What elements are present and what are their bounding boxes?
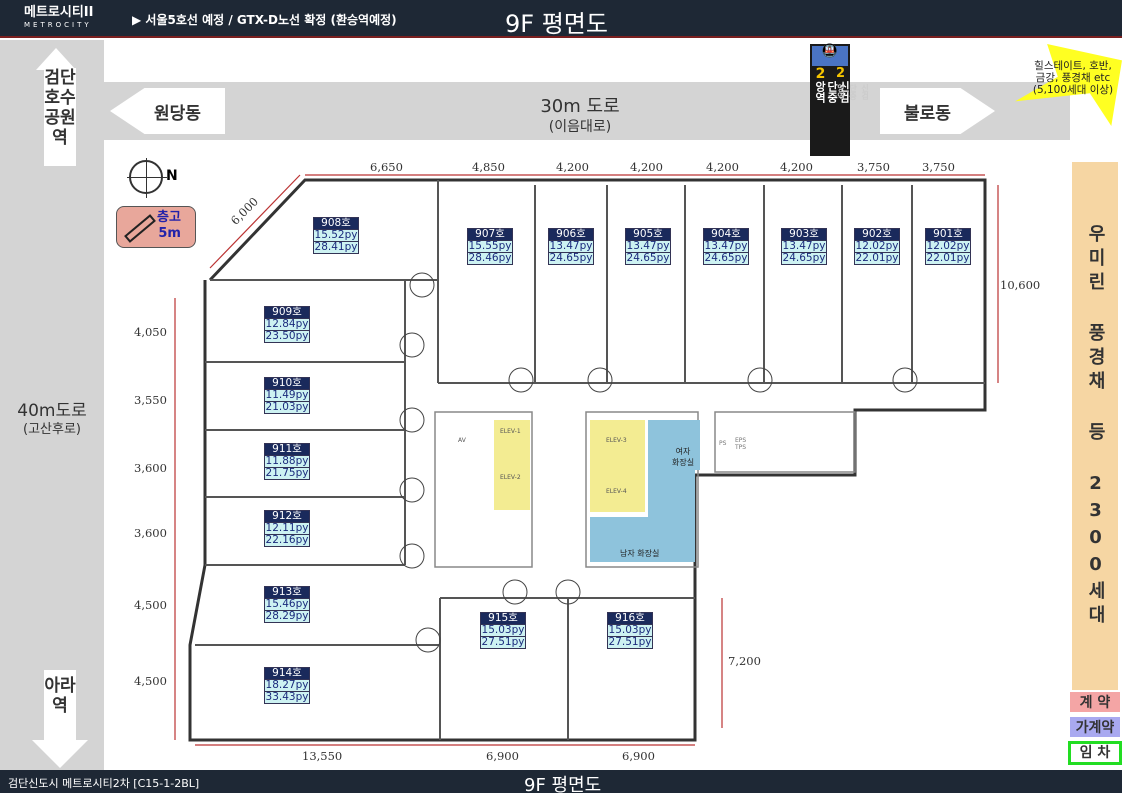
top-road-name: 30m 도로 bbox=[540, 96, 620, 117]
dim-right: 10,600 bbox=[1000, 278, 1041, 292]
north-station: 검단 호수 공원 역 bbox=[44, 68, 76, 166]
legend-lease: 임 차 bbox=[1068, 741, 1122, 765]
left-road-sub: (고산후로) bbox=[23, 422, 81, 437]
compass-icon bbox=[127, 158, 167, 198]
compass-label: N bbox=[166, 168, 178, 184]
top-road-sub: (이음대로) bbox=[548, 119, 612, 135]
footer-bar: 검단신도시 메트로시티2차 [C15-1-2BL] 9F 평면도 bbox=[0, 770, 1122, 796]
nearby-note: 힐스테이트, 호반,금강, 풍경채 etc(5,100세대 이상) bbox=[1032, 60, 1114, 96]
dim-left: 3,550 bbox=[134, 393, 167, 407]
legend-contract: 계 약 bbox=[1068, 690, 1122, 714]
dim-left: 3,600 bbox=[134, 526, 167, 540]
elevator-1: ELEV-1 bbox=[500, 428, 521, 435]
dim-bottom: 6,900 bbox=[486, 749, 519, 763]
left-road-name: 40m도로 bbox=[17, 401, 87, 421]
header-subtitle: ▶ 서울5호선 예정 / GTX-D노선 확정 (환승역예정) bbox=[132, 13, 397, 27]
dim-top: 3,750 bbox=[857, 160, 890, 174]
dim-top: 4,200 bbox=[706, 160, 739, 174]
av-room: AV bbox=[458, 437, 466, 444]
south-station: 아라 역 bbox=[44, 670, 76, 740]
dim-top: 4,200 bbox=[556, 160, 589, 174]
dim-top: 4,200 bbox=[780, 160, 813, 174]
elevators-1-2 bbox=[494, 420, 530, 510]
elevator-3: ELEV-3 bbox=[606, 437, 627, 444]
dim-core-right: 7,200 bbox=[728, 654, 761, 668]
legend-tentative: 가계약 bbox=[1068, 715, 1122, 739]
side-panel: 우미린 풍경채 등 2300세대 bbox=[1072, 162, 1118, 690]
ps-room: PS bbox=[719, 440, 727, 447]
elevator-2: ELEV-2 bbox=[500, 474, 521, 481]
dim-bottom: 13,550 bbox=[302, 749, 343, 763]
footer-project: 검단신도시 메트로시티2차 [C15-1-2BL] bbox=[8, 777, 200, 790]
dim-top: 6,650 bbox=[370, 160, 403, 174]
dim-top: 3,750 bbox=[922, 160, 955, 174]
dim-left: 4,500 bbox=[134, 598, 167, 612]
dim-top: 4,850 bbox=[472, 160, 505, 174]
mens-restroom bbox=[590, 517, 695, 562]
eps-room: EPS TPS bbox=[735, 437, 747, 451]
mens-restroom-label: 남자 화장실 bbox=[620, 549, 660, 558]
subway-icon: 🚇 bbox=[812, 45, 848, 66]
page-title: 9F 평면도 bbox=[505, 10, 608, 38]
dim-top: 4,200 bbox=[630, 160, 663, 174]
dim-left: 4,050 bbox=[134, 325, 167, 339]
womens-restroom bbox=[648, 420, 700, 518]
elevator-4: ELEV-4 bbox=[606, 488, 627, 495]
elevators-3-4 bbox=[590, 420, 645, 512]
womens-restroom-label: 여자 화장실 bbox=[672, 447, 695, 467]
dim-left: 3,600 bbox=[134, 461, 167, 475]
footer-title: 9F 평면도 bbox=[524, 775, 602, 796]
dim-left: 4,500 bbox=[134, 674, 167, 688]
dim-bottom: 6,900 bbox=[622, 749, 655, 763]
